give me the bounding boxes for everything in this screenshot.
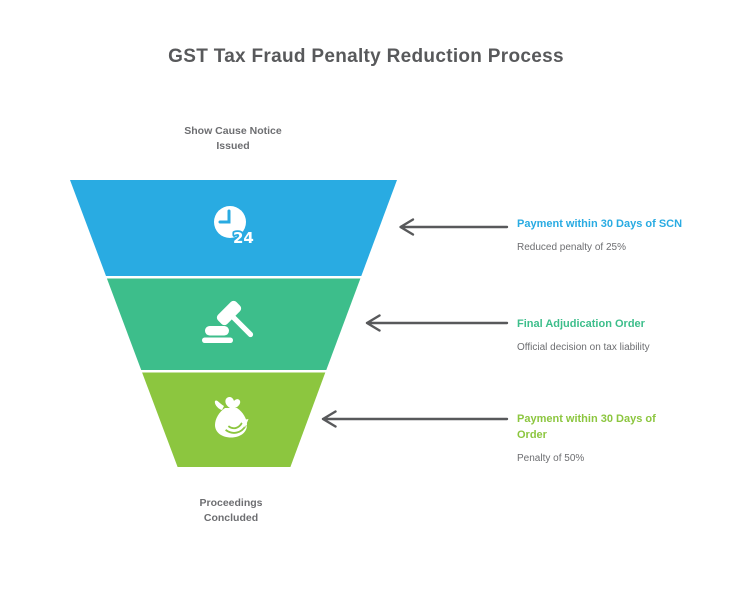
money-bag-icon [214,397,249,438]
bag-ribbon [214,400,224,410]
annotation-order-payment: Payment within 30 Days of Order Penalty … [517,412,687,464]
page-title: GST Tax Fraud Penalty Reduction Process [168,46,564,67]
gavel-icon [202,300,254,343]
clock-24-icon: 24 [214,206,256,249]
gavel-base [202,337,233,343]
gavel-handle [228,312,254,338]
arrow-icon-order-payment [321,410,509,428]
annotation-description: Reduced penalty of 25% [517,241,626,253]
annotation-scn-payment: Payment within 30 Days of SCN Reduced pe… [517,217,687,253]
gavel-head [216,300,242,326]
clock-hands [218,209,231,224]
funnel-stage-adjudication [106,278,361,370]
funnel-start-label: Show Cause Notice Issued [184,125,282,153]
annotation-description: Official decision on tax liability [517,341,650,353]
annotation-title: Payment within 30 Days of Order [517,413,656,441]
annotation-title: Final Adjudication Order [517,318,645,330]
arrow-icon-scn-payment [399,218,509,236]
annotation-adjudication: Final Adjudication Order Official decisi… [517,317,687,353]
bag-arrow [225,422,246,432]
annotation-description: Penalty of 50% [517,452,585,464]
arrow-icon-adjudication [365,314,509,332]
annotation-title: Payment within 30 Days of SCN [517,218,683,230]
clock-24-text: 24 [233,229,254,247]
bag-knot [225,397,241,409]
bag-arrow-head [240,419,249,428]
gavel-block [205,326,229,336]
funnel-end-label: Proceedings Concluded [199,497,263,525]
